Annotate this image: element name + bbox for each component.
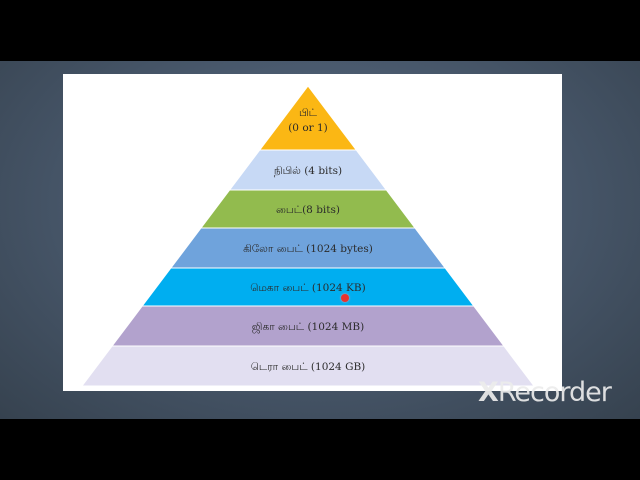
pointer-dot	[341, 294, 349, 302]
watermark-text: Recorder	[497, 377, 612, 408]
pyramid-level-7-label: டெரா பைட் (1024 GB)	[251, 361, 366, 373]
watermark-x: X	[478, 377, 499, 408]
pyramid-level-1-sublabel: (0 or 1)	[288, 122, 328, 134]
pyramid-level-5-label: மெகா பைட் (1024 KB)	[250, 282, 365, 294]
recorder-watermark: XRecorder	[478, 377, 612, 408]
pyramid-level-3-label: பைட்(8 bits)	[276, 204, 340, 216]
pyramid-level-4-label: கிலோ பைட் (1024 bytes)	[243, 243, 373, 255]
pyramid-level-7	[80, 345, 536, 387]
pyramid-level-6-label: ஜிகா பைட் (1024 MB)	[252, 321, 364, 334]
letterbox-bottom	[0, 419, 640, 480]
pyramid-level-1-label: பிட்	[299, 107, 318, 119]
pyramid-level-2-label: நிபில் (4 bits)	[274, 165, 342, 177]
letterbox-top	[0, 0, 640, 61]
